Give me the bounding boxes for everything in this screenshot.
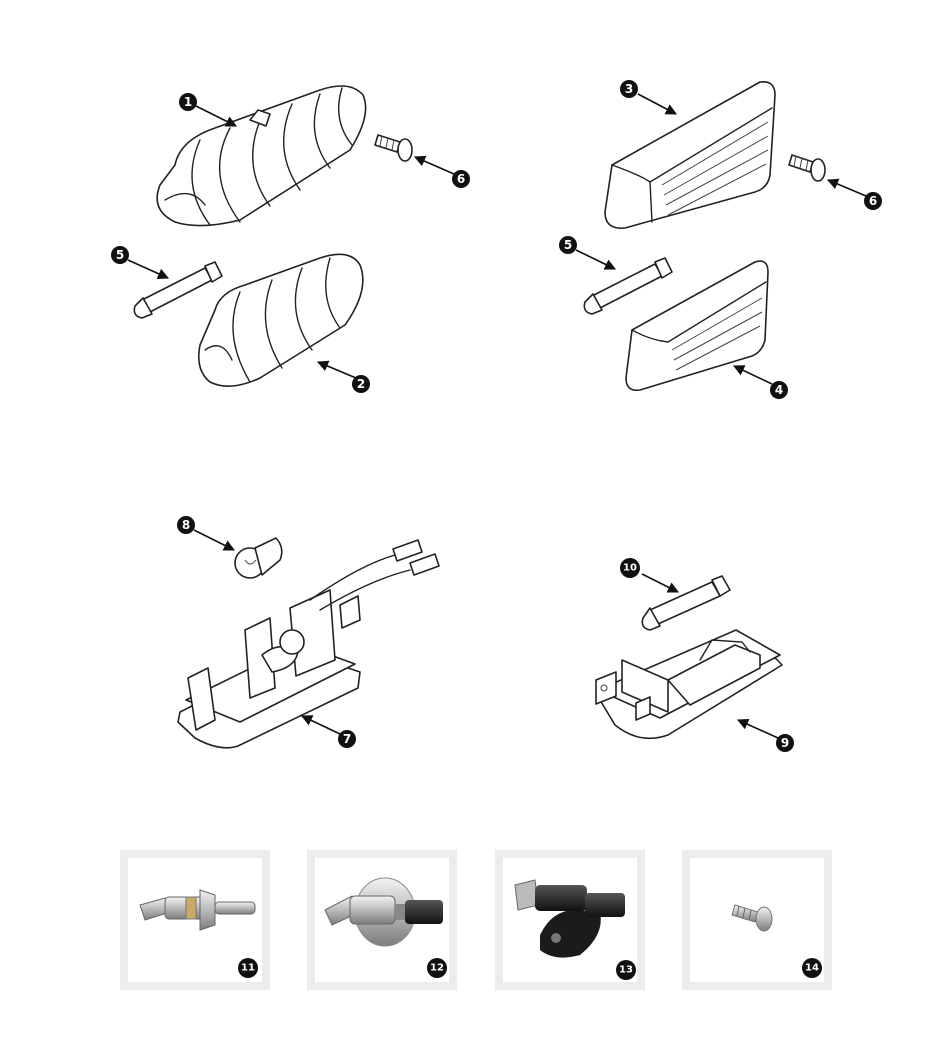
callout-1: 1 [179,93,197,111]
svg-text:5: 5 [116,248,124,262]
callout-5a: 5 [111,246,129,264]
callout-2: 2 [352,375,370,393]
callout-12: 12 [427,958,447,978]
callout-3: 3 [620,80,638,98]
callout-6a: 6 [452,170,470,188]
svg-text:1: 1 [184,95,192,109]
lamp-holder-with-wires [177,539,440,749]
festoon-bulb-10 [641,575,731,631]
svg-text:10: 10 [623,563,637,574]
svg-text:7: 7 [343,732,351,746]
rectangular-lens-base [625,260,769,392]
callout-5b: 5 [559,236,577,254]
callout-8: 8 [177,516,195,534]
rectangular-lens [604,80,776,229]
svg-text:6: 6 [869,194,877,208]
screw-14 [731,904,773,932]
svg-text:8: 8 [182,518,190,532]
door-switch-12 [324,877,443,947]
capless-bulb [234,537,283,579]
leader-lines [127,93,867,739]
screw-right [788,154,826,182]
svg-text:11: 11 [241,963,255,974]
callout-11: 11 [238,958,258,978]
callout-6b: 6 [864,192,882,210]
svg-text:4: 4 [775,383,783,397]
screw-left [374,134,413,162]
svg-text:6: 6 [457,172,465,186]
door-switch-11 [139,889,256,931]
callout-4: 4 [770,381,788,399]
festoon-bulb-right [583,257,673,315]
svg-text:2: 2 [357,377,365,391]
ribbed-lens-inner [197,253,364,387]
svg-text:5: 5 [564,238,572,252]
svg-text:14: 14 [805,963,819,974]
svg-text:12: 12 [430,963,444,974]
callout-9: 9 [776,734,794,752]
svg-text:3: 3 [625,82,633,96]
callout-13: 13 [616,960,636,980]
festoon-bulb-left [133,261,223,319]
callout-14: 14 [802,958,822,978]
door-switch-13 [514,879,625,958]
callout-7: 7 [338,730,356,748]
svg-text:13: 13 [619,965,633,976]
lamp-holder-clip [595,629,783,740]
callout-10: 10 [620,558,640,578]
svg-text:9: 9 [781,736,789,750]
ribbed-lens-cover [156,85,367,227]
